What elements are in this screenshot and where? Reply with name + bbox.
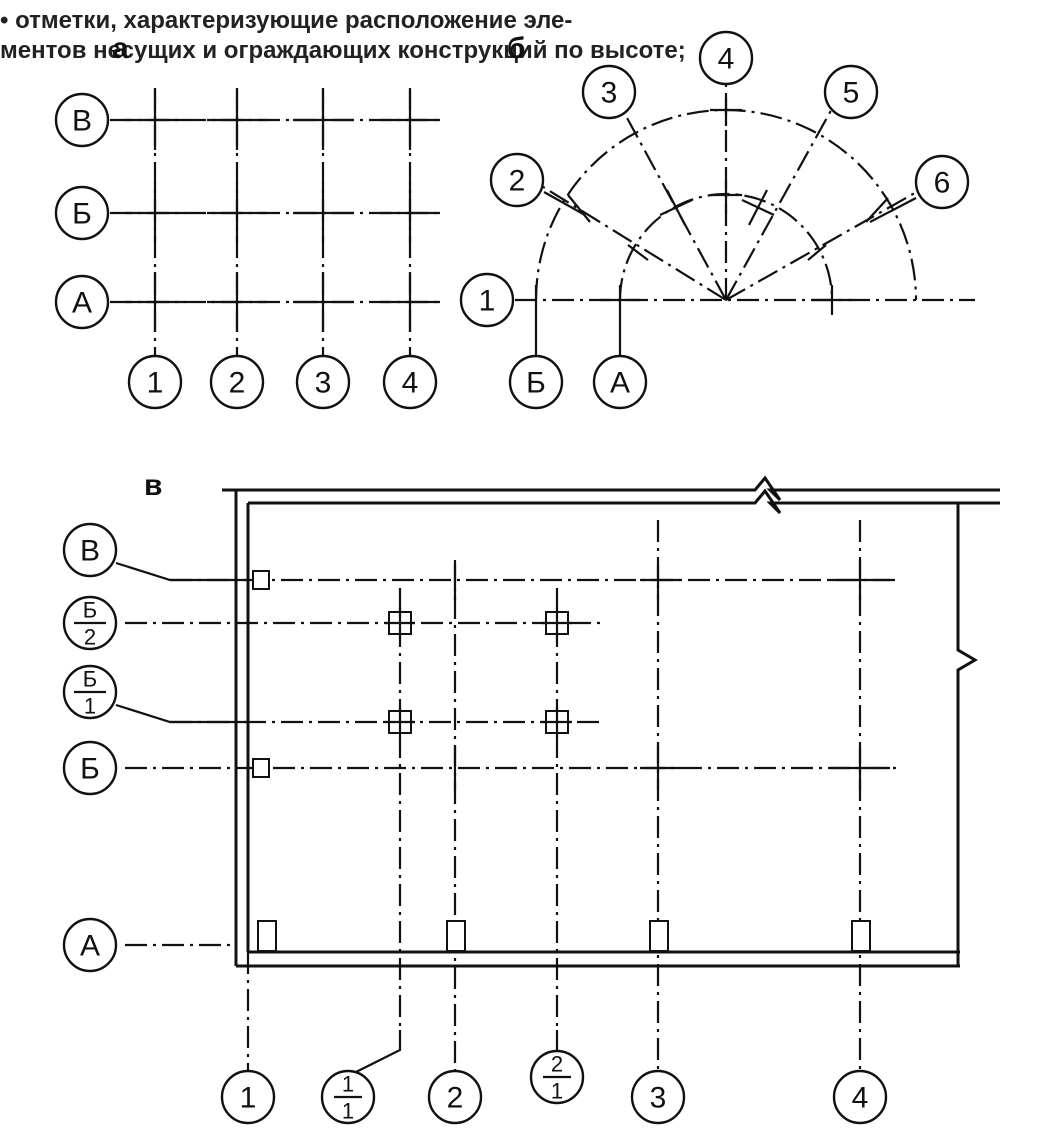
plan-col-bubble-4: 4	[832, 1069, 888, 1125]
grid-b-radial-label-3: 3	[601, 77, 618, 110]
grid-a-row-bubble-v: В	[54, 92, 110, 148]
grid-a-col-bubble-4: 4	[382, 354, 438, 410]
column-a-3	[649, 920, 669, 952]
plan-col-bubble-1-1: 11	[320, 1069, 376, 1125]
plan-col-label-2-1-num: 2	[551, 1052, 563, 1077]
grid-b-radial-bubble-6: 6	[914, 154, 970, 210]
plan-top-wall-inner	[248, 488, 1000, 515]
diagram-b: 1 2 3 4 5 6 Б А	[459, 30, 975, 410]
grid-a-row-bubble-a: А	[54, 274, 110, 330]
page-text-line-1: • отметки, характеризующие расположение …	[0, 7, 573, 34]
plan-right-break-line	[956, 503, 978, 966]
plan-row-bubble-b2: Б2	[62, 595, 118, 651]
diagram-a: В Б А 1 2 3 4	[54, 88, 440, 410]
grid-a-col-bubble-3: 3	[295, 354, 351, 410]
diagram-v: В Б2 Б1 Б А 1 11 2 21 3 4	[62, 475, 1000, 1125]
plan-row-label-b1-num: Б	[83, 667, 97, 692]
plan-col-label-1-1-den: 1	[342, 1099, 354, 1124]
plan-row-label-a: А	[80, 930, 100, 963]
column-v-1	[252, 570, 270, 590]
grid-b-radial-label-1: 1	[479, 285, 496, 318]
grid-b-leader-6	[869, 197, 917, 223]
grid-b-radial-label-6: 6	[934, 167, 951, 200]
column-a-4	[851, 920, 871, 952]
grid-b-arc-label-b: Б	[526, 367, 546, 400]
grid-a-col-bubble-1: 1	[127, 354, 183, 410]
grid-a-row-bubble-b: Б	[54, 185, 110, 241]
plan-row-bubble-v: В	[62, 522, 118, 578]
plan-leader-b1	[115, 703, 248, 724]
panel-label-b: б	[507, 32, 526, 65]
plan-row-label-v: В	[80, 535, 100, 568]
grid-b-radial-bubble-5: 5	[823, 64, 879, 120]
grid-a-row-label-b: Б	[72, 198, 92, 231]
grid-b-radial-label-2: 2	[509, 165, 526, 198]
grid-b-radial-bubble-1: 1	[459, 272, 515, 328]
column-b-1	[252, 758, 270, 778]
grid-a-col-label-4: 4	[402, 367, 419, 400]
grid-a-cross-marks	[125, 90, 440, 332]
plan-cross-marks	[453, 560, 890, 790]
panel-label-a: а	[112, 32, 129, 65]
plan-col-bubble-3: 3	[630, 1069, 686, 1125]
grid-b-radial-bubble-2: 2	[489, 152, 545, 208]
grid-b-radial-label-4: 4	[718, 43, 735, 76]
grid-b-arc-bubble-a: А	[592, 354, 648, 410]
plan-row-label-b: Б	[80, 753, 100, 786]
grid-a-row-label-v: В	[72, 105, 92, 138]
panel-label-v: в	[144, 469, 162, 502]
grid-b-leader-2	[543, 191, 586, 216]
plan-col-label-2: 2	[447, 1082, 464, 1115]
plan-row-label-b1-den: 1	[84, 694, 96, 719]
grid-a-col-bubble-2: 2	[209, 354, 265, 410]
grid-b-radial-bubble-3: 3	[581, 64, 637, 120]
plan-col-bubble-1: 1	[220, 1069, 276, 1125]
grid-b-radial-label-5: 5	[843, 77, 860, 110]
grid-a-col-label-3: 3	[315, 367, 332, 400]
plan-col-bubble-2: 2	[427, 1069, 483, 1125]
plan-col-label-1-1-num: 1	[342, 1072, 354, 1097]
plan-col-bubble-2-1: 21	[529, 1049, 585, 1105]
grid-a-col-label-2: 2	[229, 367, 246, 400]
plan-row-bubble-a: А	[62, 917, 118, 973]
grid-b-radial-line-5	[725, 104, 835, 301]
page-text-line-2: ментов несущих и ограждающих конструкций…	[0, 37, 686, 64]
plan-top-wall-outer	[222, 475, 1000, 502]
plan-row-label-b2-num: Б	[83, 598, 97, 623]
column-a-2	[446, 920, 466, 952]
grid-b-arc-bubble-b: Б	[508, 354, 564, 410]
plan-row-label-b2-den: 2	[84, 625, 96, 650]
plan-row-bubble-b: Б	[62, 740, 118, 796]
plan-col-label-1: 1	[240, 1082, 257, 1115]
grid-b-radial-line-6	[725, 189, 921, 301]
plan-col-label-3: 3	[650, 1082, 667, 1115]
plan-col-label-2-1-den: 1	[551, 1079, 563, 1104]
column-b1-2-1	[542, 707, 572, 737]
column-b2-1-1	[385, 608, 415, 638]
grid-b-radial-bubble-4: 4	[698, 30, 754, 86]
grid-b-arc-label-a: А	[610, 367, 630, 400]
grid-a-col-label-1: 1	[147, 367, 164, 400]
grid-b-radial-line-2	[539, 184, 727, 301]
plan-leader-v	[115, 561, 248, 582]
plan-col-label-4: 4	[852, 1082, 869, 1115]
column-a-1	[257, 920, 277, 952]
column-b1-1-1	[385, 707, 415, 737]
grid-a-row-label-a: А	[72, 287, 92, 320]
plan-row-bubble-b1: Б1	[62, 664, 118, 720]
plan-leader-1-1	[349, 1030, 402, 1076]
column-b2-2-1	[542, 608, 572, 638]
grid-b-cross-marks	[534, 98, 889, 355]
